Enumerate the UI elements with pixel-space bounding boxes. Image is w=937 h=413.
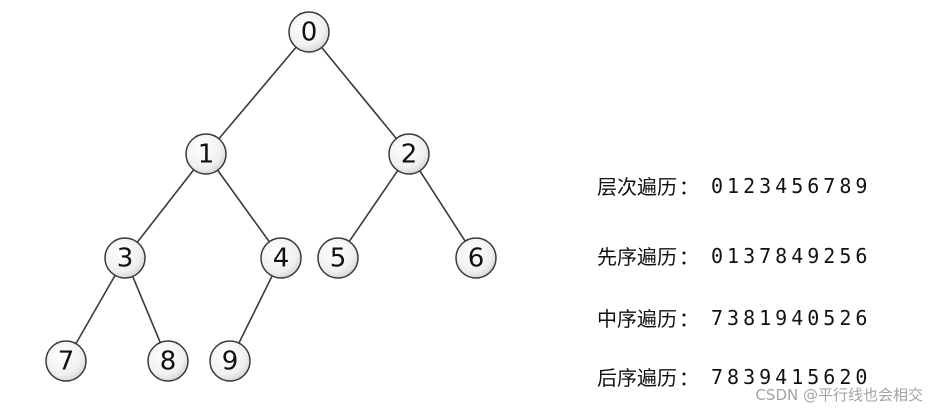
tree-node-label: 5 [330,244,347,274]
traversal-name: 先序遍历 [597,245,677,269]
tree-node-circle [388,133,430,175]
tree-node-circle [147,340,189,382]
traversal-colon: ： [679,175,699,199]
traversal-level-order: 层次遍历 ： 0123456789 [597,171,871,200]
tree-edges [75,46,466,345]
tree-node-label: 4 [273,244,290,274]
binary-tree-diagram: 0 1 2 3 4 5 6 7 8 9 [45,11,497,382]
tree-node-6: 6 [455,237,497,279]
tree-node-label: 1 [198,140,215,170]
tree-node-label: 6 [468,244,485,274]
tree-node-8: 8 [147,340,189,382]
watermark: CSDN @平行线也会相交 [755,386,923,404]
tree-node-label: 2 [401,140,418,170]
tree-node-circle [260,237,302,279]
tree-node-label: 9 [222,347,239,377]
tree-node-label: 0 [301,18,318,48]
traversal-colon: ： [679,307,699,331]
tree-node-3: 3 [104,237,146,279]
tree-node-1: 1 [185,133,227,175]
tree-nodes: 0 1 2 3 4 5 6 7 8 9 [45,11,497,382]
tree-node-label: 8 [160,347,177,377]
tree-edge-4-9 [238,275,273,344]
tree-node-circle [185,133,227,175]
traversal-colon: ： [679,366,699,390]
traversal-sequence: 7839415620 [711,364,872,389]
tree-node-9: 9 [209,340,251,382]
traversal-name: 层次遍历 [597,175,677,199]
traversal-sequence: 0137849256 [711,243,872,268]
tree-node-0: 0 [288,11,330,53]
traversal-name: 中序遍历 [597,307,677,331]
tree-node-circle [209,340,251,382]
tree-edge-2-6 [419,170,466,242]
tree-node-4: 4 [260,237,302,279]
traversal-sequence: 7381940526 [711,305,872,330]
tree-node-circle [317,237,359,279]
tree-edge-3-7 [75,274,116,345]
tree-node-label: 7 [58,347,75,377]
tree-edge-0-1 [218,46,297,140]
tree-edge-2-5 [348,170,399,242]
tree-node-circle [45,340,87,382]
tree-node-2: 2 [388,133,430,175]
traversal-colon: ： [679,245,699,269]
traversal-sequence: 0123456789 [711,173,872,198]
traversal-name: 后序遍历 [597,366,677,390]
tree-node-5: 5 [317,237,359,279]
traversal-postorder: 后序遍历 ： 7839415620 [597,362,871,391]
tree-node-circle [455,237,497,279]
tree-node-circle [104,237,146,279]
traversal-inorder: 中序遍历 ： 7381940526 [597,303,871,332]
tree-node-circle [288,11,330,53]
tree-edge-0-2 [321,46,397,140]
traversal-preorder: 先序遍历 ： 0137849256 [597,241,871,270]
tree-edge-1-4 [217,169,270,243]
tree-edge-1-3 [136,169,195,243]
tree-edge-3-8 [131,276,162,343]
tree-node-7: 7 [45,340,87,382]
tree-node-label: 3 [117,244,134,274]
